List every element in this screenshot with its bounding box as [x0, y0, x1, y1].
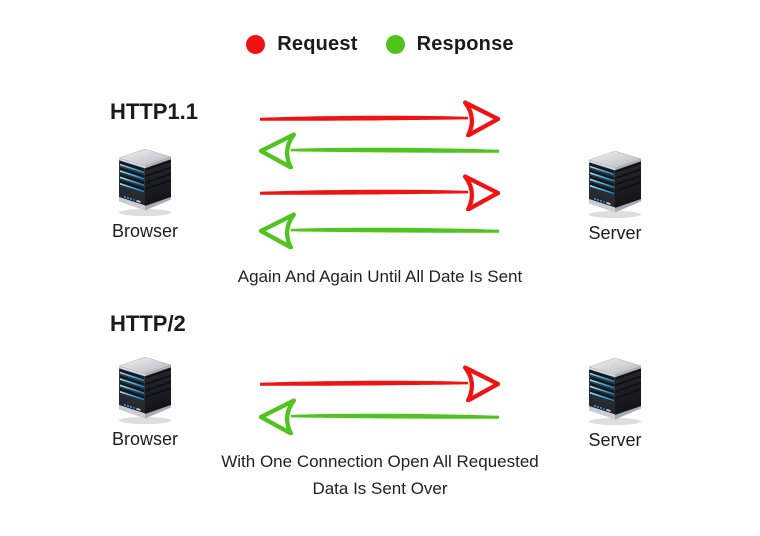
server-tower-icon	[113, 146, 177, 218]
response-arrow	[257, 132, 502, 169]
legend-label-response: Response	[416, 33, 514, 55]
legend-label-request: Request	[277, 33, 358, 55]
browser-node-label: Browser	[111, 221, 178, 241]
response-dot-icon	[385, 35, 405, 54]
section-caption-http11: Again And Again Until All Date Is Sent	[0, 263, 760, 290]
legend-item-request: Request	[246, 33, 357, 56]
browser-node-label: Browser	[111, 429, 178, 449]
server-node-http11: Server	[560, 148, 670, 244]
section-title-http11: HTTP1.1	[110, 99, 199, 124]
caption-line: Data Is Sent Over	[312, 479, 448, 498]
server-tower-icon	[113, 354, 177, 426]
caption-line: Again And Again Until All Date Is Sent	[237, 267, 523, 286]
server-tower-icon	[583, 355, 647, 427]
response-arrow	[257, 398, 502, 435]
server-tower-icon	[583, 148, 647, 220]
section-caption-http2: With One Connection Open All Requested D…	[0, 448, 760, 502]
response-arrow	[257, 212, 502, 249]
caption-line: With One Connection Open All Requested	[221, 452, 539, 471]
request-arrow	[257, 174, 502, 211]
browser-node-http2: Browser	[90, 354, 200, 450]
server-node-label: Server	[588, 223, 642, 243]
browser-node-http11: Browser	[90, 146, 200, 242]
request-arrow	[257, 365, 502, 402]
section-title-http2: HTTP/2	[110, 311, 186, 336]
legend-item-response: Response	[385, 33, 514, 56]
server-node-http2: Server	[560, 355, 670, 451]
request-dot-icon	[246, 35, 266, 54]
legend: Request Response	[0, 33, 760, 56]
server-node-label: Server	[588, 430, 642, 450]
